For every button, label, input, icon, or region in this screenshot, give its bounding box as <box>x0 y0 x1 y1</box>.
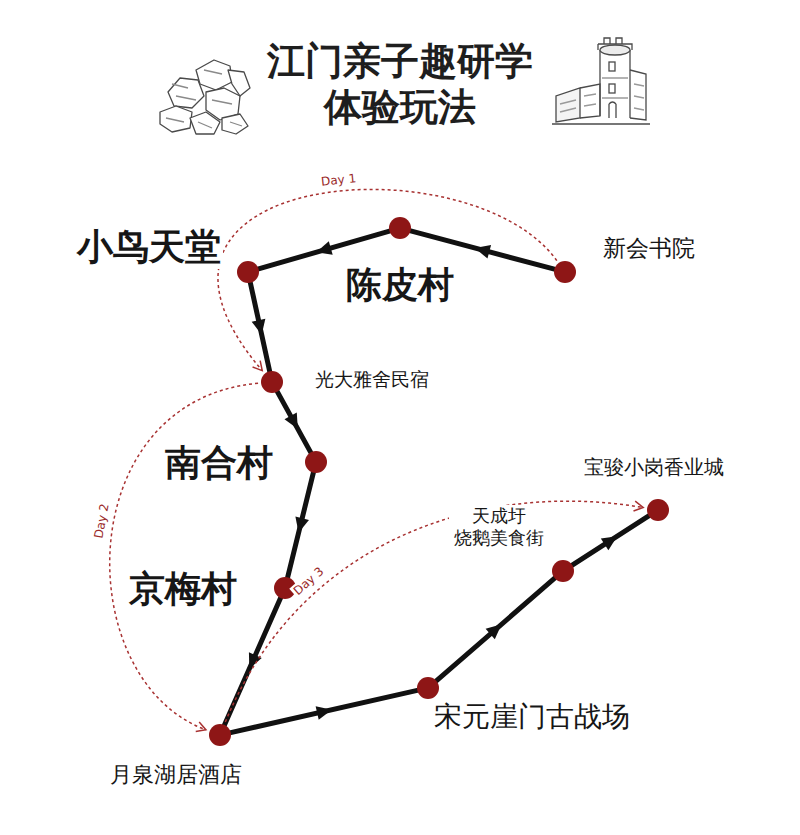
stop-dot: 天成圩 烧鹅美食街 <box>552 560 574 582</box>
stop-label: 新会书院 <box>601 234 697 263</box>
stop-label: 陈皮村 <box>344 262 456 307</box>
stop-dot: 新会书院 <box>554 261 576 283</box>
stop-label: 宋元崖门古战场 <box>432 699 632 734</box>
arrow-head <box>284 412 297 429</box>
stop-label: 月泉湖居酒店 <box>108 761 244 789</box>
route-line <box>572 516 648 565</box>
route-stroke <box>250 283 269 372</box>
stop-dot: 宝骏小岗香业城 <box>647 499 669 521</box>
arrow-head <box>295 517 309 533</box>
stop-dot: 南合村 <box>305 451 327 473</box>
stop-dot: 宋元崖门古战场 <box>417 677 439 699</box>
route-stroke <box>231 690 418 732</box>
stop-dot: 小鸟天堂 <box>237 261 259 283</box>
route-stroke <box>436 578 554 681</box>
tower-sketch <box>552 38 650 124</box>
route-line <box>436 578 554 681</box>
day-route <box>225 501 643 722</box>
route-dashed <box>218 189 557 370</box>
day-label: Day 3 <box>289 563 328 599</box>
route-dashed <box>110 383 258 730</box>
stop-label: 小鸟天堂 <box>75 224 223 269</box>
arrow-head <box>252 319 266 335</box>
stop-label: 宝骏小岗香业城 <box>582 455 726 480</box>
diagram-title: 江门亲子趣研学 体验玩法 <box>250 38 550 130</box>
arrow-head <box>601 536 617 550</box>
route-stroke <box>572 516 648 565</box>
arrow-head <box>316 241 332 254</box>
route-stroke <box>277 392 310 453</box>
stones-sketch <box>160 60 250 134</box>
day-label: Day 1 <box>318 171 358 189</box>
arrow-head <box>475 245 491 259</box>
day-route <box>218 189 557 370</box>
arrow-head <box>316 706 332 720</box>
route-dashed <box>225 501 643 722</box>
route-stroke <box>224 598 280 725</box>
stop-dot: 月泉湖居酒店 <box>209 724 231 746</box>
route-line <box>250 283 269 372</box>
route-stroke <box>288 473 314 578</box>
route-line <box>277 392 310 453</box>
arrow-head <box>253 361 263 371</box>
route-line <box>231 690 418 732</box>
day-route <box>110 383 258 731</box>
day-label: Day 2 <box>91 500 112 541</box>
arrow-head <box>486 624 502 639</box>
stop-label: 南合村 <box>163 440 275 485</box>
stop-label: 天成圩 烧鹅美食街 <box>449 505 548 550</box>
route-line <box>224 598 280 725</box>
stop-label: 光大雅舍民宿 <box>313 368 431 392</box>
route-line <box>288 473 314 578</box>
stop-label: 京梅村 <box>127 566 239 611</box>
stop-dot: 陈皮村 <box>389 217 411 239</box>
stop-dot: 光大雅舍民宿 <box>261 371 283 393</box>
arrow-head <box>634 501 644 511</box>
arrow-head <box>196 722 206 731</box>
arrow-head <box>249 652 262 669</box>
